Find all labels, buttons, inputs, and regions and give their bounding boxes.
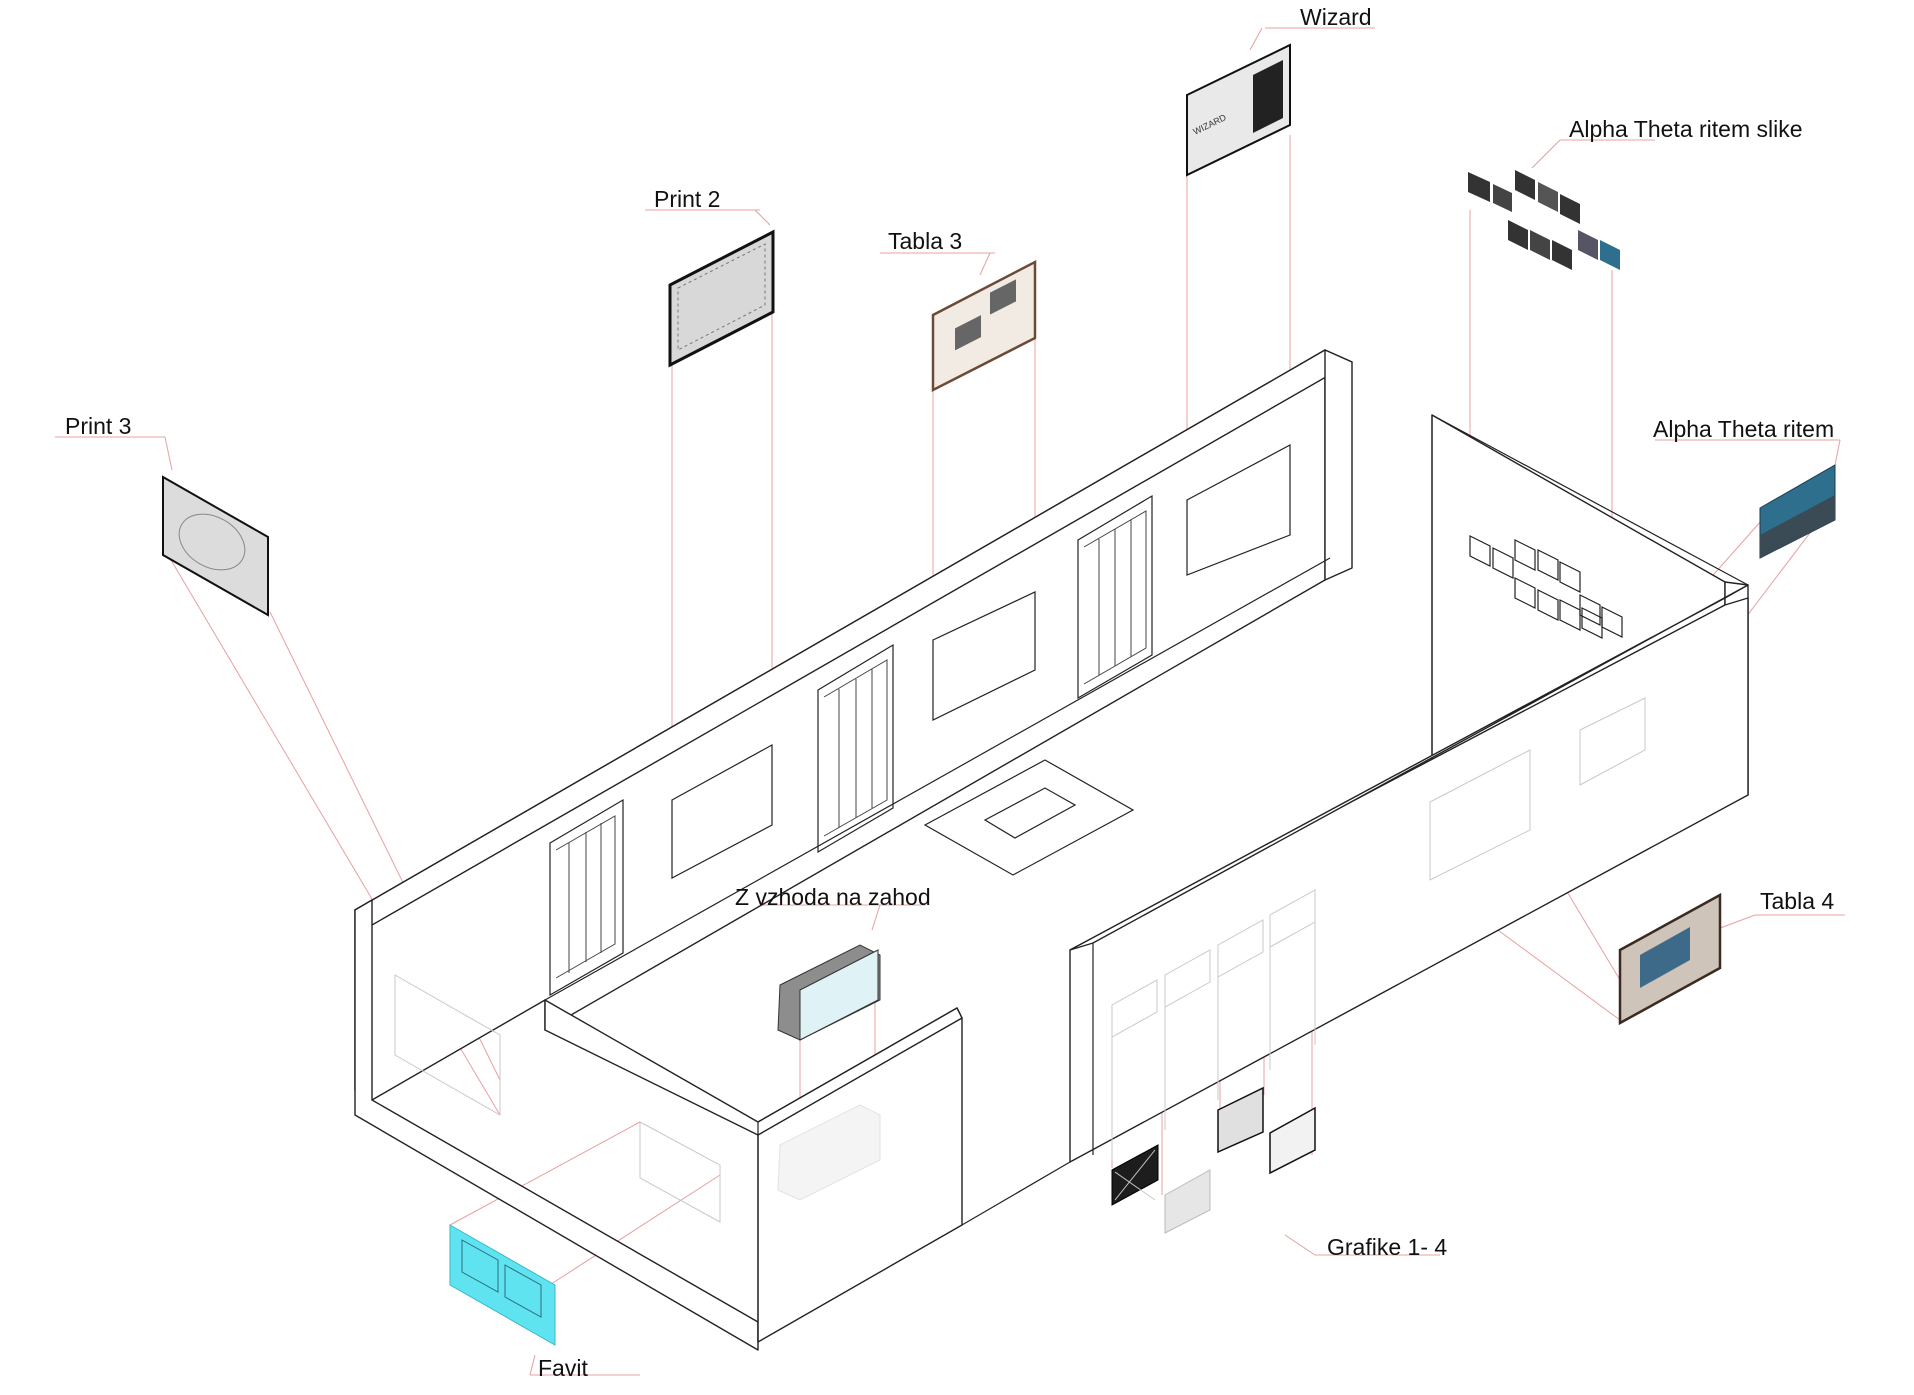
grafike-artworks (1111, 1086, 1316, 1234)
front-right-wall-top (1069, 584, 1749, 951)
label-grafike: Grafike 1- 4 (1327, 1234, 1448, 1260)
label-wizard: Wizard (1300, 4, 1372, 30)
room (354, 349, 1749, 1351)
label-print-3: Print 3 (65, 413, 132, 439)
wizard-artwork: WIZARD (1186, 43, 1291, 177)
label-alpha-theta: Alpha Theta ritem (1653, 416, 1835, 442)
favit-artwork (449, 1224, 556, 1346)
label-tabla-4: Tabla 4 (1760, 888, 1835, 914)
print-2-artwork (668, 229, 775, 368)
label-print-2: Print 2 (654, 186, 721, 212)
floor-rug (923, 759, 1135, 876)
label-favit: Favit (538, 1355, 588, 1381)
alpha-theta-slike-artwork (1468, 170, 1620, 270)
wall-frames (394, 443, 1646, 1223)
alpha-theta-wall-frames (1469, 535, 1623, 639)
tabla-3-artwork (931, 259, 1037, 393)
back-wall-end (1324, 349, 1353, 581)
doors (549, 494, 1153, 997)
floor-rug-inner (983, 787, 1077, 839)
front-right-wall (1069, 597, 1749, 1163)
label-z-vzhoda: Z vzhoda na zahod (735, 884, 931, 910)
z-vzhoda-object (777, 944, 881, 1201)
tabla-4-artwork (1618, 892, 1722, 1026)
print-3-artwork (162, 475, 269, 617)
label-alpha-theta-slike: Alpha Theta ritem slike (1569, 116, 1803, 142)
alpha-theta-ritem-artwork (1759, 464, 1836, 559)
label-tabla-3: Tabla 3 (888, 228, 963, 254)
